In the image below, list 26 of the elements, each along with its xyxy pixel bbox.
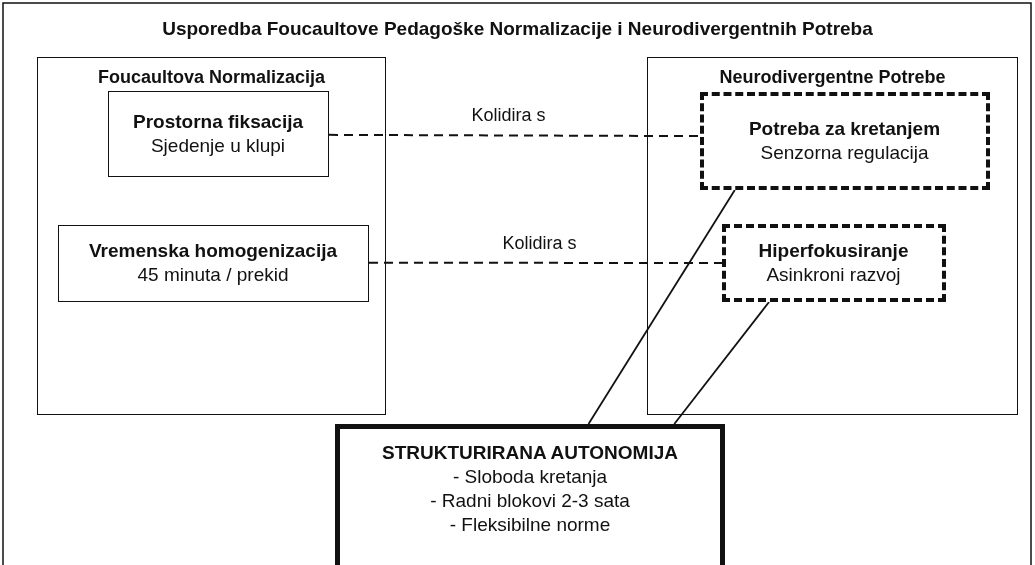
- box-heading: Hiperfokusiranje: [758, 238, 909, 263]
- concept-box: [57, 224, 369, 302]
- box-heading: STRUKTURIRANA AUTONOMIJA: [382, 441, 678, 465]
- box-heading: Prostorna fiksacija: [133, 109, 303, 134]
- concept-box: [699, 91, 990, 190]
- box-text: - Fleksibilne norme: [449, 513, 611, 537]
- connector-line: [673, 301, 770, 425]
- concept-box: [107, 90, 329, 177]
- group-panel: [37, 57, 386, 415]
- diagram-title: Usporedba Foucaultove Pedagoške Normalizacije i Neurodivergentnih Potreba: [161, 18, 874, 40]
- box-heading: Potreba za kretanjem: [748, 116, 941, 141]
- box-heading: Neurodivergentne Potrebe: [719, 67, 946, 87]
- dashed-connector: [328, 133, 701, 138]
- box-text: - Sloboda kretanja: [452, 465, 608, 489]
- connector-line: [587, 189, 736, 425]
- box-heading: Foucaultova Normalizacija: [97, 67, 326, 87]
- box-text: Asinkroni razvoj: [766, 262, 901, 287]
- box-text: - Radni blokovi 2-3 sata: [430, 489, 630, 513]
- concept-box: [721, 223, 946, 302]
- concept-box: [335, 424, 725, 565]
- box-text: Senzorna regulacija: [760, 140, 929, 165]
- box-text: Sjedenje u klupi: [150, 133, 286, 158]
- box-heading: Vremenska homogenizacija: [88, 239, 338, 263]
- group-panel: [647, 57, 1018, 415]
- dashed-connector: [368, 261, 723, 264]
- box-text: 45 minuta / prekid: [137, 263, 289, 287]
